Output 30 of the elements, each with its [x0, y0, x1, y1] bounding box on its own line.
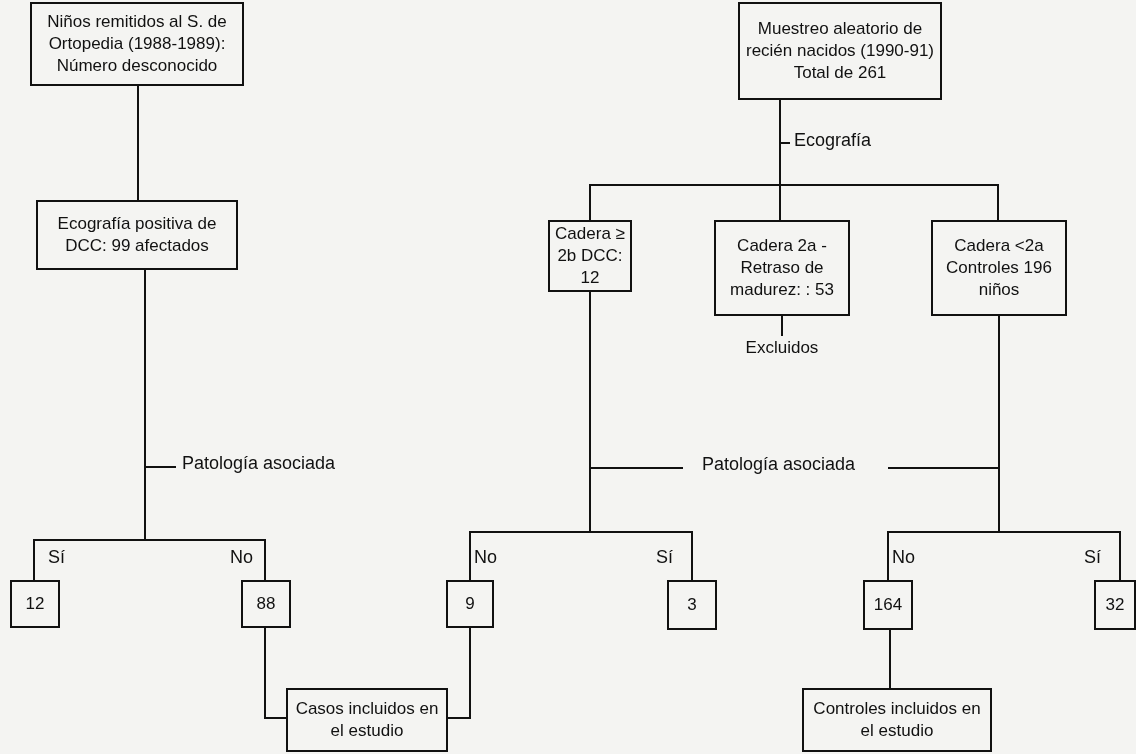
edge-label: No [230, 548, 253, 566]
edge-label: No [892, 548, 915, 566]
process-box: Cadera 2a - Retraso de madurez: : 53 [714, 220, 850, 316]
process-box: 9 [446, 580, 494, 628]
branch-label: Patología asociada [702, 455, 856, 473]
process-box: 164 [863, 580, 913, 630]
process-box: Ecografía positiva de DCC: 99 afectados [36, 200, 238, 270]
process-box: Cadera <2a Controles 196 niños [931, 220, 1067, 316]
process-box: 88 [241, 580, 291, 628]
process-box: 3 [667, 580, 717, 630]
process-box: Muestreo aleatorio de recién nacidos (1990-91) Total de 261 [738, 2, 942, 100]
branch-label: Patología asociada [182, 454, 336, 472]
connector-line [781, 315, 783, 337]
process-box: 32 [1094, 580, 1136, 630]
process-box: Controles incluidos en el estudio [802, 688, 992, 752]
process-box: 12 [10, 580, 60, 628]
edge-label: Sí [656, 548, 673, 566]
edge-label: No [474, 548, 497, 566]
process-box: Cadera ≥ 2b DCC: 12 [548, 220, 632, 292]
edge-label: Sí [48, 548, 65, 566]
process-box: Niños remitidos al S. de Ortopedia (1988-1989): Número desconocido [30, 2, 244, 86]
connector-line [137, 85, 139, 201]
connector-line [889, 629, 891, 689]
connector-line [447, 627, 471, 719]
connector-line [779, 99, 999, 221]
node-text: Excluidos [740, 336, 824, 360]
process-box: Casos incluidos en el estudio [286, 688, 448, 752]
branch-label: Ecografía [794, 131, 872, 149]
edge-label: Sí [1084, 548, 1101, 566]
connector-line [264, 627, 287, 719]
